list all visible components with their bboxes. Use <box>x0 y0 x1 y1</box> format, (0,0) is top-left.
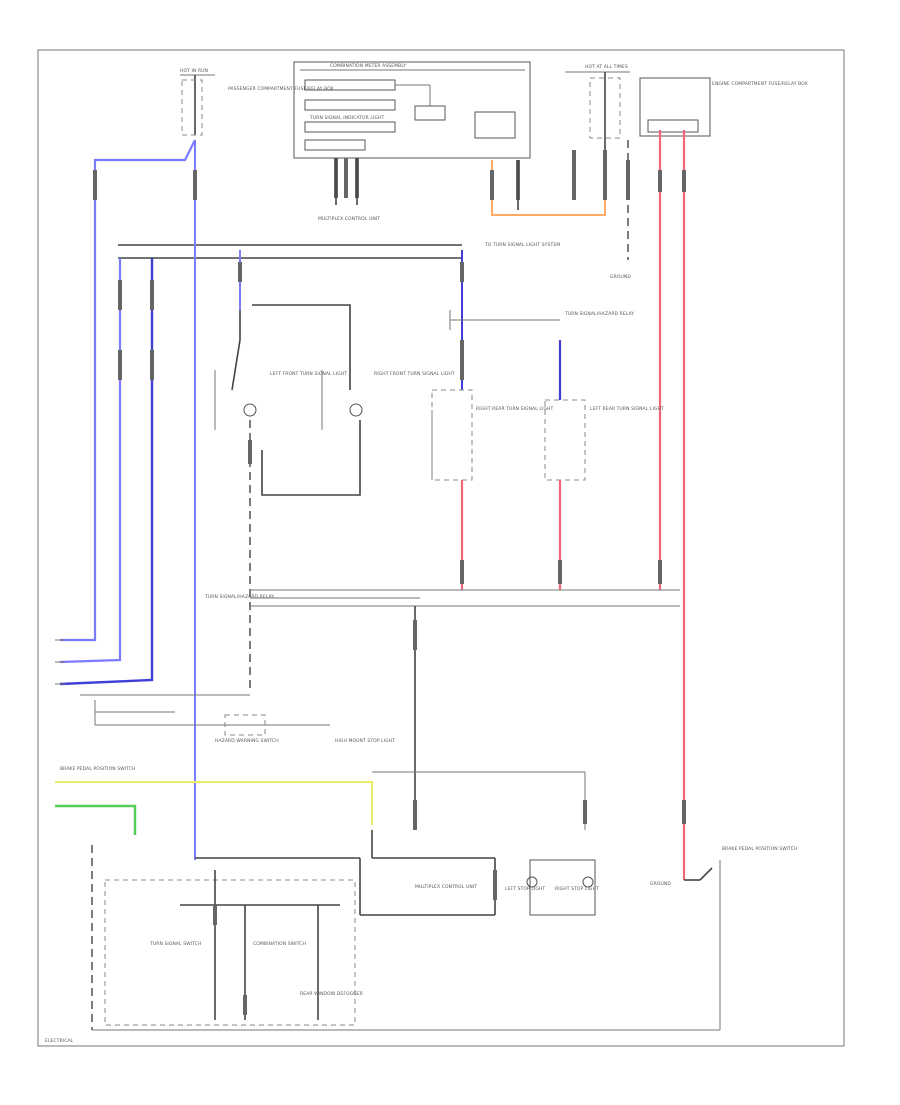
blue-wire-3 <box>59 258 154 686</box>
meter-title: COMBINATION METER ASSEMBLY <box>330 63 406 69</box>
left-front-light: LEFT FRONT TURN SIGNAL LIGHT <box>214 310 347 690</box>
diagram-frame <box>37 49 845 1047</box>
left-fuse-label: HOT IN RUN <box>180 68 208 74</box>
bus-label: TO TURN SIGNAL LIGHT SYSTEM <box>484 242 560 248</box>
left-rear-label: LEFT REAR TURN SIGNAL LIGHT <box>590 406 664 412</box>
brake-switch-label: BRAKE PEDAL POSITION SWITCH <box>60 766 136 772</box>
blue-wire-2 <box>59 258 122 664</box>
green-wire <box>55 804 137 835</box>
left-fuse-group: HOT IN RUN PASSENGER COMPARTMENT FUSE/RE… <box>180 68 334 136</box>
combination-meter-box: COMBINATION METER ASSEMBLY TURN SIGNAL I… <box>293 61 531 159</box>
high-mount-label: HIGH MOUNT STOP LIGHT <box>335 738 395 744</box>
right-rear-label: RIGHT REAR TURN SIGNAL LIGHT <box>476 406 554 412</box>
right-switch-desc: BRAKE PEDAL POSITION SWITCH <box>722 846 798 852</box>
footer-label: ELECTRICAL <box>45 1038 74 1044</box>
right-front-label: RIGHT FRONT TURN SIGNAL LIGHT <box>374 371 455 377</box>
left-stop-label: LEFT STOP LIGHT <box>505 886 545 892</box>
left-connector-stubs <box>55 639 65 685</box>
right-fuse-desc: ENGINE COMPARTMENT FUSE/RELAY BOX <box>712 81 808 87</box>
right-front-light: RIGHT FRONT TURN SIGNAL LIGHT <box>252 304 455 496</box>
yellow-wire <box>55 781 373 825</box>
right-stop-label: RIGHT STOP LIGHT <box>555 886 599 892</box>
meter-indicator-label: TURN SIGNAL INDICATOR LIGHT <box>309 115 385 121</box>
lower-circuit: MULTIPLEX CONTROL UNIT LEFT STOP LIGHT R… <box>104 800 599 1026</box>
left-fuse-desc: PASSENGER COMPARTMENT FUSE/RELAY BOX <box>228 86 334 92</box>
hazard-switch-label: HAZARD WARNING SWITCH <box>215 738 279 744</box>
turn-switch-label: TURN SIGNAL SWITCH <box>149 941 201 947</box>
blue-wire-main <box>60 139 196 642</box>
meter-connectors: MULTIPLEX CONTROL UNIT <box>318 158 380 222</box>
left-front-label: LEFT FRONT TURN SIGNAL LIGHT <box>270 371 347 377</box>
defogger-label: REAR WINDOW DEFOGGER <box>300 991 363 997</box>
combo-switch-label: COMBINATION SWITCH <box>253 941 306 947</box>
right-rear-light: RIGHT REAR TURN SIGNAL LIGHT <box>431 310 560 481</box>
ground-label: GROUND <box>610 274 631 280</box>
right-bottom-switch: GROUND BRAKE PEDAL POSITION SWITCH <box>650 846 798 1030</box>
right-fuse-group: HOT AT ALL TIMES ENGINE COMPARTMENT FUSE… <box>565 64 808 160</box>
right-fuse-label: HOT AT ALL TIMES <box>585 64 628 70</box>
multiplex-label: MULTIPLEX CONTROL UNIT <box>415 884 477 890</box>
hazard-switch-area: HAZARD WARNING SWITCH HIGH MOUNT STOP LI… <box>80 694 395 744</box>
relay-label: TURN SIGNAL/HAZARD RELAY <box>204 594 274 600</box>
left-rear-light: LEFT REAR TURN SIGNAL LIGHT TURN SIGNAL/… <box>544 311 664 481</box>
blue-connectors <box>93 170 464 380</box>
meter-connector-label: MULTIPLEX CONTROL UNIT <box>318 216 380 222</box>
orange-wire <box>491 160 606 216</box>
rear-relay-label: TURN SIGNAL/HAZARD RELAY <box>564 311 634 317</box>
right-switch-label: GROUND <box>650 881 671 887</box>
